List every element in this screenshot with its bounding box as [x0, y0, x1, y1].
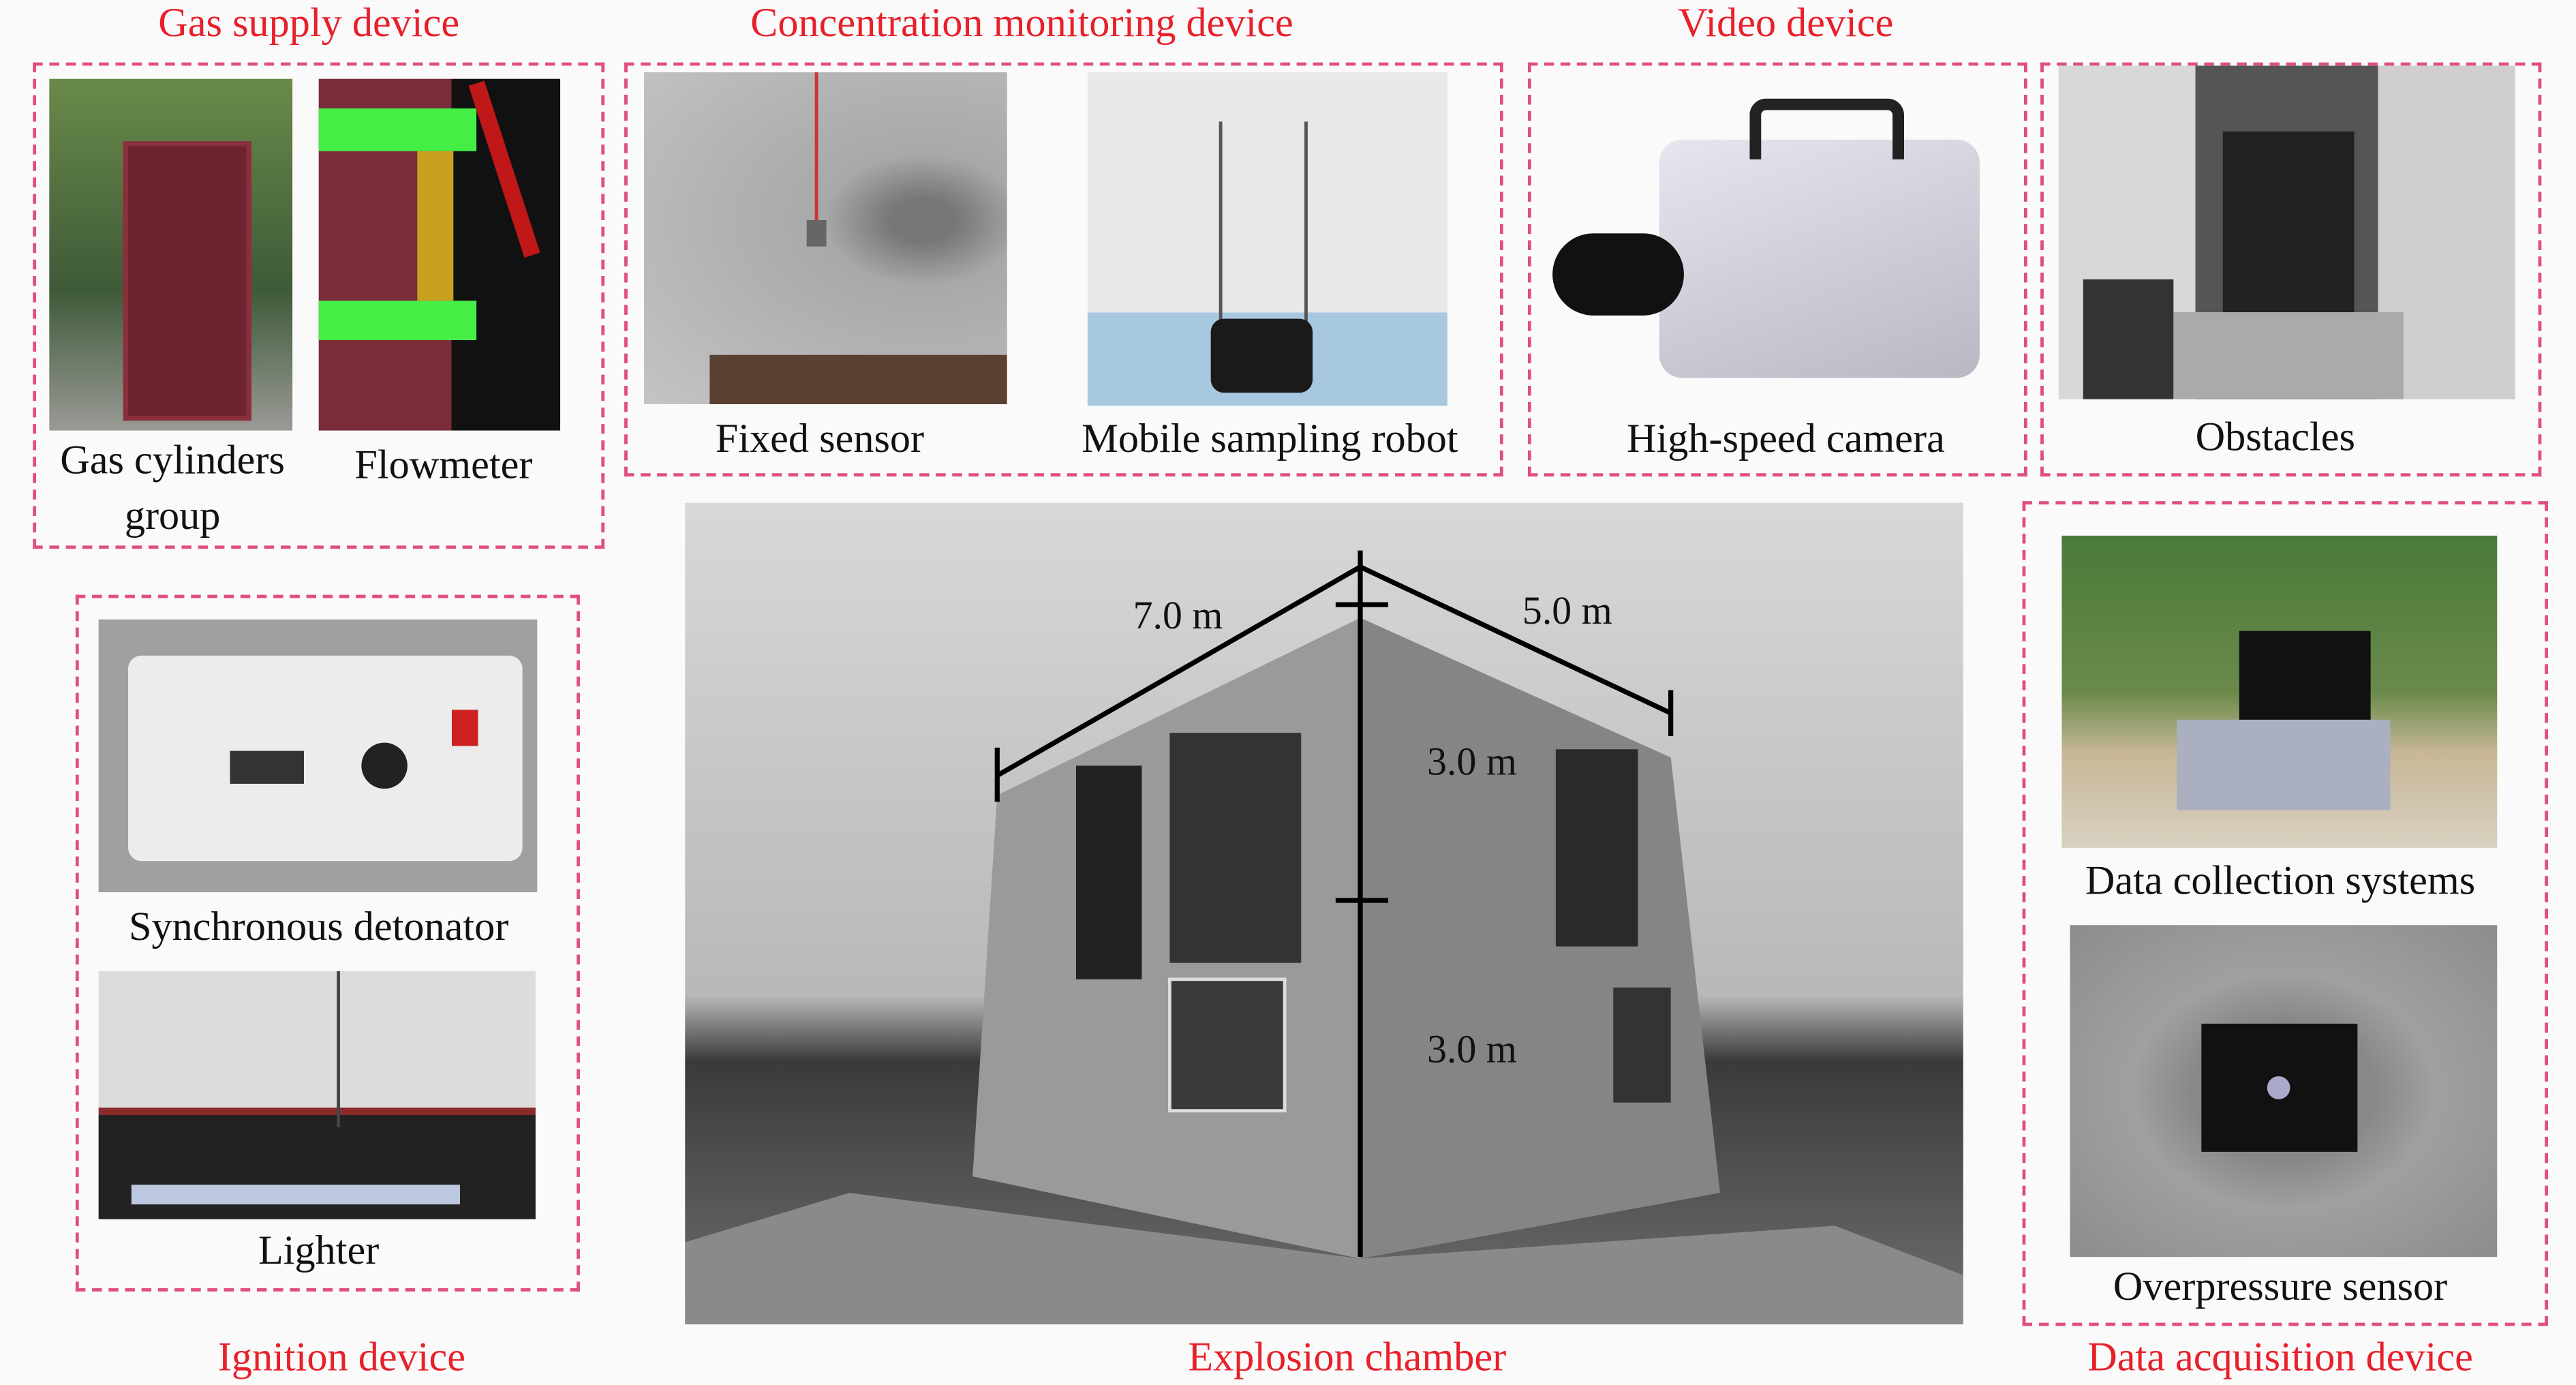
overpressure-sensor-photo: [2070, 925, 2498, 1258]
ignition-title: Ignition device: [217, 1335, 466, 1380]
lighter-photo: [98, 971, 536, 1219]
explosion-chamber-title: Explosion chamber: [1188, 1335, 1507, 1380]
gas-supply-title: Gas supply device: [158, 1, 460, 46]
mobile-robot-photo: [1087, 72, 1447, 406]
obstacles-box: [2040, 62, 2542, 477]
ignition-box: [75, 594, 580, 1292]
obstacles-photo: [2058, 65, 2515, 399]
high-speed-camera-label: High-speed camera: [1627, 417, 1945, 462]
video-box: [1527, 62, 2027, 477]
gas-cylinders-photo: [49, 78, 293, 431]
data-collection-label: Data collection systems: [2085, 859, 2476, 904]
overpressure-sensor-label: Overpressure sensor: [2113, 1265, 2448, 1310]
gas-cylinders-label-line2: group: [124, 494, 221, 539]
fixed-sensor-label: Fixed sensor: [715, 417, 925, 462]
concentration-box: [624, 62, 1503, 477]
high-speed-camera-photo: [1544, 82, 2005, 395]
gas-cylinders-label: Gas cylinders: [60, 438, 285, 483]
explosion-chamber-photo: [685, 502, 1963, 1325]
synchronous-detonator-photo: [98, 619, 538, 893]
fixed-sensor-photo: [643, 72, 1007, 405]
flowmeter-label: Flowmeter: [354, 443, 533, 488]
data-acquisition-title: Data acquisition device: [2087, 1335, 2473, 1380]
mobile-robot-label: Mobile sampling robot: [1082, 417, 1458, 462]
data-collection-photo: [2061, 535, 2498, 848]
lighter-label: Lighter: [258, 1229, 380, 1274]
width-dimension-label: 7.0 m: [1133, 595, 1223, 639]
synchronous-detonator-label: Synchronous detonator: [128, 905, 509, 950]
concentration-title: Concentration monitoring device: [750, 1, 1293, 46]
flowmeter-photo: [318, 78, 561, 431]
gas-supply-box: [33, 62, 605, 549]
video-title: Video device: [1678, 1, 1894, 46]
upper-height-dimension-label: 3.0 m: [1427, 742, 1517, 785]
data-acquisition-box: [2022, 501, 2548, 1326]
depth-dimension-label: 5.0 m: [1522, 590, 1612, 634]
chamber-building: [685, 618, 1963, 1325]
obstacles-label: Obstacles: [2195, 415, 2355, 460]
lower-height-dimension-label: 3.0 m: [1427, 1029, 1517, 1072]
